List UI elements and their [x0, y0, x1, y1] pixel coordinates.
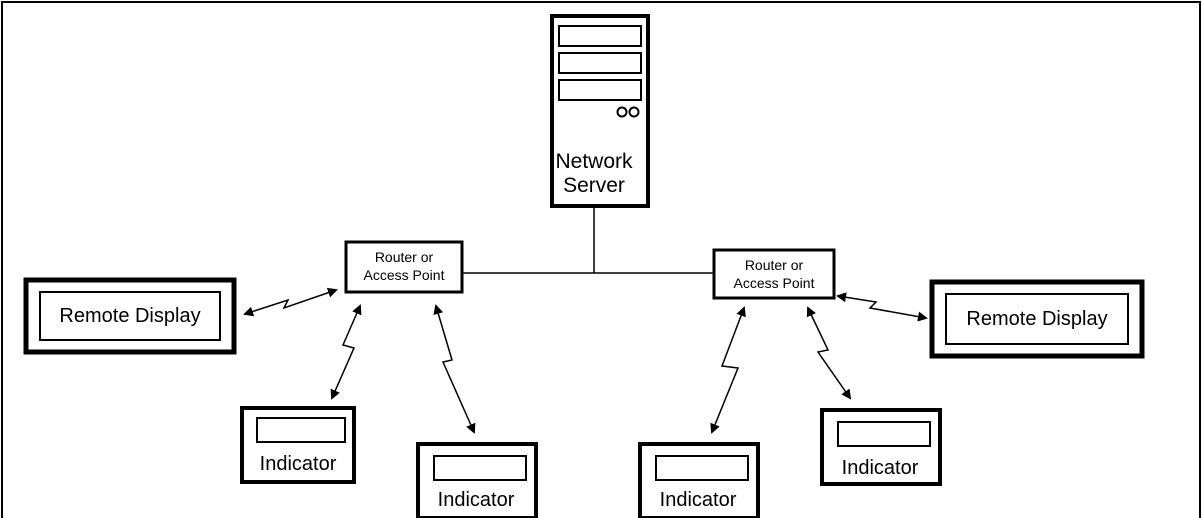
indicator-screen: [256, 417, 346, 443]
indicator-1: Indicator: [240, 406, 356, 484]
indicator-3: Indicator: [638, 442, 760, 518]
indicator-label: Indicator: [842, 457, 919, 479]
power-button-icon: [616, 106, 628, 118]
indicator-label: Indicator: [260, 453, 337, 475]
remote-display-right-label: Remote Display: [966, 308, 1107, 330]
power-button-icon: [628, 106, 640, 118]
remote-display-right: Remote Display: [929, 279, 1145, 359]
indicator-2: Indicator: [416, 442, 538, 518]
wireless-link-icon: [243, 287, 338, 317]
wireless-link-icon: [806, 306, 852, 400]
remote-display-left: Remote Display: [23, 277, 237, 355]
wireless-link-icon: [710, 306, 746, 434]
wireless-link-icon: [330, 304, 362, 400]
server-label-line1: Network: [555, 150, 633, 173]
router-right-label-line1: Router or: [745, 257, 804, 273]
remote-display-left-label: Remote Display: [59, 305, 200, 327]
router-right-label-line2: Access Point: [734, 275, 815, 291]
drive-bay: [558, 25, 642, 47]
drive-bay: [558, 52, 642, 74]
indicator-label: Indicator: [660, 489, 737, 511]
wireless-link-icon: [836, 292, 928, 322]
indicator-label: Indicator: [438, 489, 515, 511]
indicator-screen: [837, 421, 931, 447]
indicator-screen: [433, 455, 527, 481]
router-left-label-line2: Access Point: [364, 267, 445, 283]
wireless-link-icon: [433, 304, 476, 434]
indicator-screen: [655, 455, 749, 481]
network-server: Network Server: [550, 14, 650, 208]
indicator-4: Indicator: [820, 408, 942, 486]
drive-bay: [558, 79, 642, 101]
router-right: Router or Access Point: [712, 248, 836, 300]
server-label-line2: Server: [563, 174, 625, 197]
router-left-label-line1: Router or: [375, 249, 434, 265]
router-left: Router or Access Point: [344, 240, 464, 294]
